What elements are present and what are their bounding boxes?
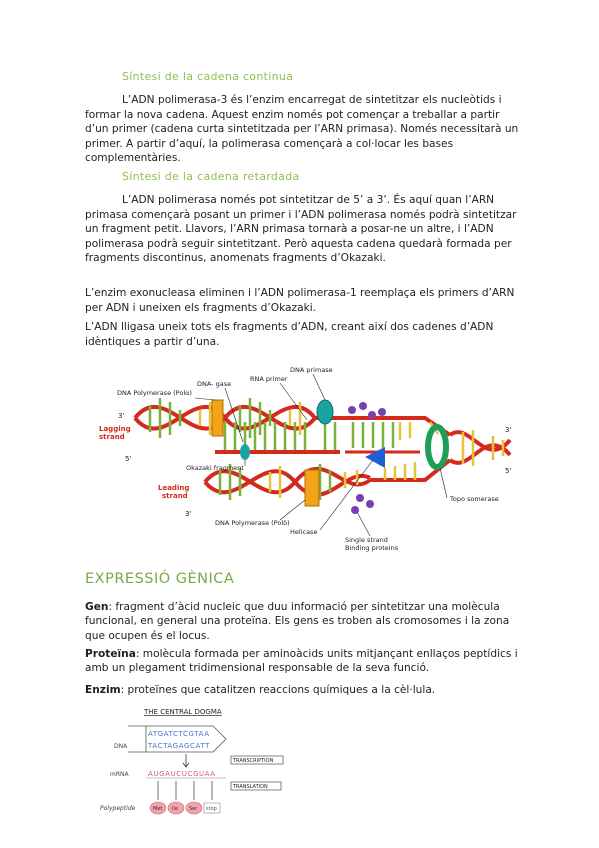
label-topoisomerase: Topo somerase bbox=[449, 495, 499, 503]
replication-fork-figure: DNA primase RNA primer DNA- gase DNA Pol… bbox=[99, 366, 512, 552]
definition-protein: Proteïna: molècula formada per aminoàcid… bbox=[85, 647, 525, 676]
dogma-dna-top: ATGATCTCGTAA bbox=[148, 730, 210, 738]
definition-gen-text: : fragment d’àcid nucleic que duu inform… bbox=[85, 601, 510, 642]
dogma-translation-box bbox=[230, 781, 282, 791]
paragraph-lagging-3: L’ADN lligasa uneix tots els fragments d… bbox=[85, 321, 494, 348]
amino-acid-stop bbox=[203, 802, 221, 814]
aa-label-2: Ser bbox=[189, 806, 198, 812]
dogma-mrna-label: mRNA bbox=[110, 771, 130, 778]
definition-enzim-text: : proteïnes que catalitzen reaccions quí… bbox=[120, 684, 436, 696]
label-dna-ligase: DNA- gase bbox=[197, 380, 231, 388]
paragraph-lagging-1: L’ADN polimerasa només pot sintetitzar d… bbox=[85, 193, 525, 266]
label-dna-pol-delta: DNA Polymerase (Polδ) bbox=[215, 519, 290, 527]
dogma-translation-label: TRANSLATION bbox=[232, 784, 268, 790]
label-rna-primer: RNA primer bbox=[250, 375, 288, 383]
label-3prime-bottom: 3' bbox=[185, 510, 191, 518]
dogma-dna-label: DNA bbox=[114, 743, 128, 750]
amino-acid-met bbox=[149, 801, 167, 815]
dna-polymerase-alpha bbox=[211, 399, 224, 437]
lagging-duplex bbox=[133, 398, 452, 454]
amino-acid-ser bbox=[185, 801, 203, 815]
dogma-title: THE CENTRAL DOGMA bbox=[143, 708, 222, 716]
dna-primase bbox=[316, 399, 334, 425]
aa-label-0: Met bbox=[153, 806, 162, 812]
section-title-lagging: Síntesi de la cadena retardada bbox=[122, 170, 300, 183]
paragraph-lagging-1-text: L’ADN polimerasa només pot sintetitzar d… bbox=[85, 194, 517, 265]
dogma-translation-arrows bbox=[157, 781, 213, 800]
helicase bbox=[365, 447, 385, 468]
term-protein: Proteïna bbox=[85, 648, 136, 660]
section-title-gene-expression: EXPRESSIÓ GÈNICA bbox=[85, 571, 235, 587]
definition-enzim: Enzim: proteïnes que catalitzen reaccion… bbox=[85, 683, 525, 698]
aa-label-1: Ile bbox=[172, 806, 178, 812]
term-enzim: Enzim bbox=[85, 684, 121, 696]
label-leader-lines bbox=[194, 373, 448, 537]
label-5prime-left: 5' bbox=[125, 455, 131, 463]
term-gen: Gen bbox=[85, 601, 109, 613]
section-title-continuous: Síntesi de la cadena continua bbox=[122, 70, 294, 83]
label-3prime-right: 3' bbox=[505, 426, 511, 434]
amino-acid-ile bbox=[167, 801, 185, 815]
dogma-amino-acids: Met Ile Ser stop bbox=[149, 801, 221, 815]
dna-polymerase-delta bbox=[304, 469, 320, 507]
leading-duplex bbox=[203, 458, 452, 500]
definition-gen: Gen: fragment d’àcid nucleic que duu inf… bbox=[85, 600, 525, 643]
parental-duplex bbox=[448, 430, 512, 466]
label-helicase: Helicase bbox=[290, 528, 317, 536]
dogma-mrna-seq: AUGAUCUCGUAA bbox=[148, 770, 216, 778]
dogma-transcription-label: TRANSCRIPTION bbox=[232, 758, 274, 764]
dogma-transcription-box bbox=[230, 755, 284, 765]
topoisomerase bbox=[425, 424, 449, 470]
label-okazaki: Okazaki fragment bbox=[186, 464, 244, 472]
aa-label-3: stop bbox=[206, 806, 217, 812]
dogma-dna-box bbox=[128, 725, 227, 753]
dogma-dna-bottom: TACTAGAGCATT bbox=[147, 742, 210, 750]
label-5prime-right: 5' bbox=[505, 467, 511, 475]
central-dogma-figure: THE CENTRAL DOGMA DNA ATGATCTCGTAA TACTA… bbox=[100, 708, 284, 815]
paragraph-continuous: L’ADN polimerasa-3 és l’enzim encarregat… bbox=[85, 93, 525, 166]
paragraph-continuous-text: L’ADN polimerasa-3 és l’enzim encarregat… bbox=[85, 94, 519, 165]
dna-ligase bbox=[240, 444, 250, 460]
paragraph-lagging-2: L’enzim exonucleasa eliminen i l’ADN pol… bbox=[85, 287, 515, 314]
label-dna-pol-alpha: DNA Polymerase (Polα) bbox=[117, 389, 192, 397]
label-3prime-top: 3' bbox=[118, 412, 124, 420]
label-dna-primase: DNA primase bbox=[290, 366, 333, 374]
definition-protein-text: : molècula formada per aminoàcids units … bbox=[85, 648, 518, 675]
dogma-polypeptide-label: Polypeptide bbox=[100, 805, 136, 812]
